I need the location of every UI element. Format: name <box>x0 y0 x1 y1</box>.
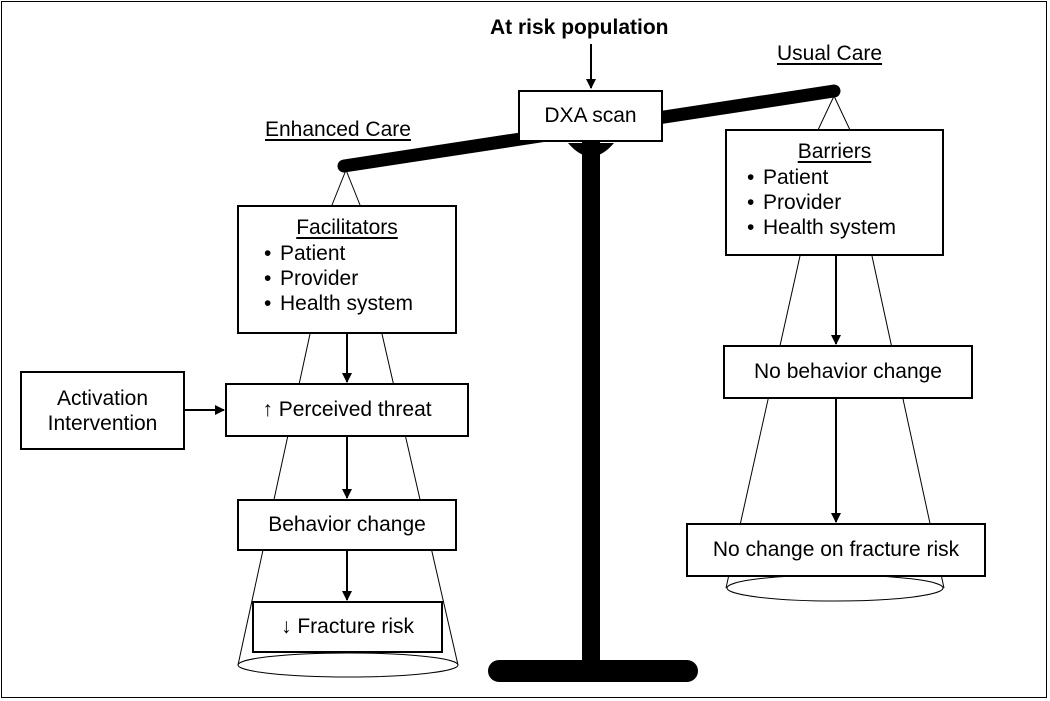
perceived-threat-label: ↑ Perceived threat <box>262 398 432 421</box>
no-behavior-change-label: No behavior change <box>754 360 942 383</box>
dxa-scan-label: DXA scan <box>544 104 637 127</box>
behavior-change-box: Behavior change <box>237 499 457 551</box>
barriers-heading: Barriers <box>797 140 872 163</box>
scale-pole <box>582 140 600 670</box>
list-item: Health system <box>264 291 413 316</box>
no-behavior-change-box: No behavior change <box>723 345 973 399</box>
list-item: Provider <box>747 190 896 215</box>
list-item: Patient <box>747 165 896 190</box>
dxa-scan-box: DXA scan <box>518 90 663 142</box>
fracture-risk-box: ↓ Fracture risk <box>252 601 443 653</box>
no-change-fracture-risk-label: No change on fracture risk <box>712 538 960 561</box>
behavior-change-label: Behavior change <box>268 513 426 536</box>
list-item: Patient <box>264 241 413 266</box>
facilitators-box: Facilitators Patient Provider Health sys… <box>237 205 457 334</box>
facilitators-list: Patient Provider Health system <box>239 241 413 316</box>
enhanced-care-title: Enhanced Care <box>265 118 411 141</box>
fracture-risk-label: ↓ Fracture risk <box>280 615 414 638</box>
list-item: Health system <box>747 215 896 240</box>
barriers-box: Barriers Patient Provider Health system <box>725 129 944 256</box>
population-label: At risk population <box>490 16 669 39</box>
usual-care-title: Usual Care <box>777 42 883 65</box>
facilitators-heading: Facilitators <box>296 216 398 239</box>
no-change-fracture-risk-box: No change on fracture risk <box>686 523 986 577</box>
scale-pivot <box>568 143 614 157</box>
barriers-list: Patient Provider Health system <box>727 165 896 240</box>
activation-intervention-box: Activation Intervention <box>20 371 185 450</box>
perceived-threat-box: ↑ Perceived threat <box>225 383 469 437</box>
intervention-line2: Intervention <box>47 411 158 435</box>
list-item: Provider <box>264 266 413 291</box>
intervention-line1: Activation <box>56 386 149 410</box>
scale-base <box>488 660 698 682</box>
